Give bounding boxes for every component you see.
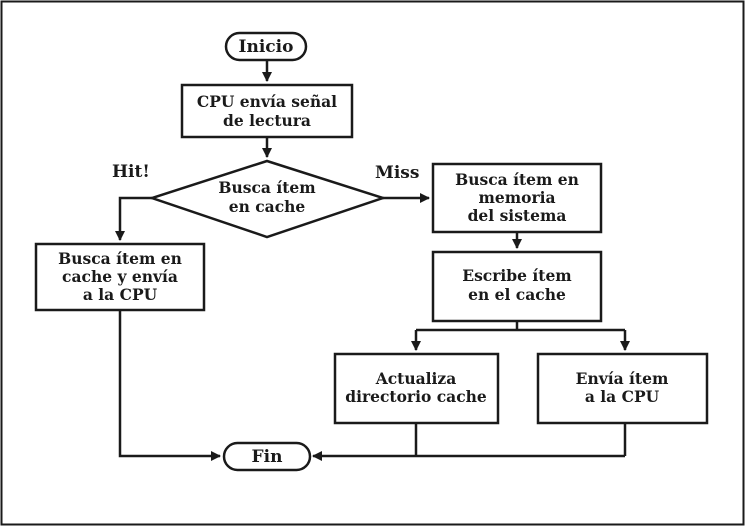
start-node: Inicio xyxy=(224,31,308,62)
connectors xyxy=(115,60,630,461)
miss-search-line-2: memoria xyxy=(478,188,555,207)
decision-line-2: en cache xyxy=(229,197,306,216)
read-signal-line-1: CPU envía señal xyxy=(197,92,337,111)
end-terminator xyxy=(222,441,312,472)
miss-search-box xyxy=(431,162,603,234)
edge-hit-to-end xyxy=(118,310,221,461)
update-dir-node: Actualiza directorio cache xyxy=(333,352,500,425)
send-cpu-node: Envía ítem a la CPU xyxy=(536,352,709,425)
miss-search-line-1: Busca ítem en xyxy=(455,170,579,189)
hit-action-line-2: cache y envía xyxy=(62,267,178,286)
start-label: Inicio xyxy=(239,37,294,57)
miss-edge-label: Miss xyxy=(375,163,419,183)
write-cache-box xyxy=(431,250,603,323)
hit-action-node: Busca ítem en cache y envía a la CPU xyxy=(34,242,206,312)
decision-line-1: Busca ítem xyxy=(218,178,316,197)
miss-search-line-3: del sistema xyxy=(468,206,567,225)
send-cpu-line-1: Envía ítem xyxy=(576,369,669,388)
decision-node: Busca ítem en cache xyxy=(148,159,388,239)
update-dir-box xyxy=(333,352,500,425)
end-label: Fin xyxy=(252,447,283,467)
hit-action-line-1: Busca ítem en xyxy=(58,249,182,268)
miss-search-node: Busca ítem en memoria del sistema xyxy=(431,162,603,234)
read-signal-box xyxy=(180,83,354,139)
read-signal-node: CPU envía señal de lectura xyxy=(180,83,354,139)
send-cpu-line-2: a la CPU xyxy=(585,387,660,406)
hit-edge-label: Hit! xyxy=(112,162,150,182)
update-dir-line-2: directorio cache xyxy=(345,387,487,406)
hit-action-line-3: a la CPU xyxy=(83,285,158,304)
decision-diamond xyxy=(148,159,388,239)
send-cpu-box xyxy=(536,352,709,425)
end-node: Fin xyxy=(222,441,312,472)
write-cache-line-1: Escribe ítem xyxy=(462,266,572,285)
update-dir-line-1: Actualiza xyxy=(375,369,457,388)
start-terminator xyxy=(224,31,308,62)
read-signal-line-2: de lectura xyxy=(223,111,311,130)
hit-action-box xyxy=(34,242,206,312)
write-cache-line-2: en el cache xyxy=(468,285,566,304)
write-cache-node: Escribe ítem en el cache xyxy=(431,250,603,323)
edge-decision-hit xyxy=(115,196,152,241)
